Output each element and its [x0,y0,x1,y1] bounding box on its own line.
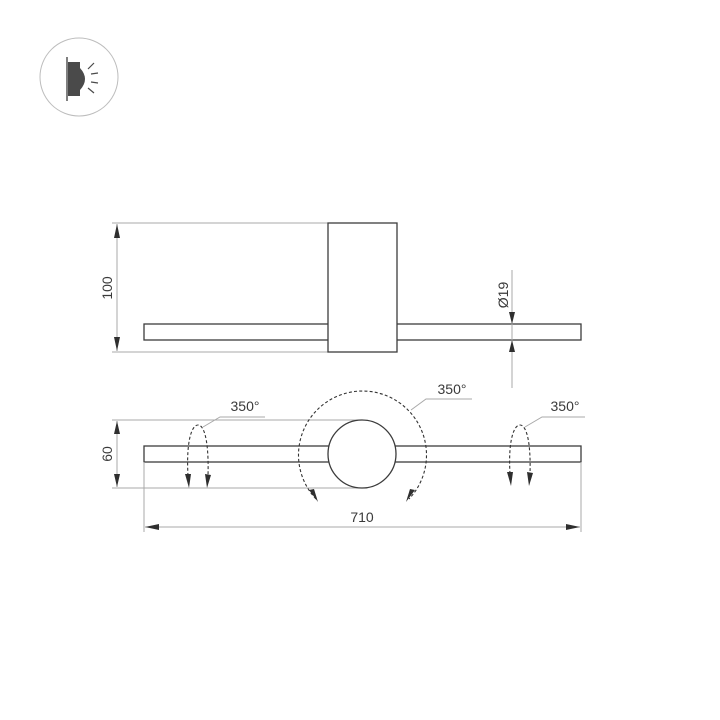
left-rotation-arc [187,424,209,477]
rotation-arrow-icon [309,489,318,502]
center-rotation-arc [297,390,428,500]
width-label: 710 [350,509,374,525]
arrow-up-icon [114,421,120,434]
diameter-label: Ø19 [495,282,511,309]
arrow-right-icon [566,524,580,530]
right-rotation-label: 350° [551,398,580,414]
top-view: 100 Ø19 [99,222,582,388]
wall-mounted-light-icon [39,37,119,117]
arrow-up-icon [509,340,515,352]
right-rotation-arc [509,424,531,475]
rotation-arrow-icon [185,474,191,488]
height-label: 100 [99,276,115,300]
arrow-up-icon [114,224,120,238]
arrow-down-icon [114,474,120,487]
leader-line [524,416,585,428]
mounting-base [327,222,398,353]
front-view: 60 710 350° 350° 350° [99,381,585,532]
rotation-arrow-icon [507,472,513,486]
leader-line [410,398,472,411]
center-rotation-label: 350° [438,381,467,397]
leader-line [202,416,265,428]
rotation-arrow-icon [406,489,415,502]
arrow-down-icon [509,312,515,324]
left-rotation-label: 350° [231,398,260,414]
rotation-arrow-icon [527,472,533,486]
round-mounting-base [327,419,397,489]
arrow-left-icon [145,524,159,530]
arrow-down-icon [114,337,120,351]
height-label: 60 [99,446,115,462]
rotation-arrow-icon [205,474,211,488]
